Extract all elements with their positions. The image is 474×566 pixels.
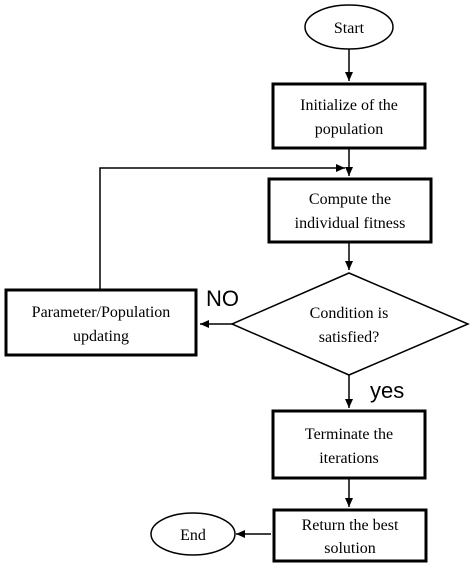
condition-node: Condition is satisfied? [230, 272, 470, 376]
return-node: Return the best solution [272, 508, 428, 563]
compute-label-line2: individual fitness [295, 215, 406, 232]
start-node: Start [304, 4, 394, 50]
return-label-line2: solution [324, 540, 376, 557]
edge-update-loop-back [99, 164, 345, 290]
condition-label-line2: satisfied? [319, 329, 379, 346]
terminate-label-line1: Terminate the [305, 426, 393, 443]
terminate-node: Terminate the iterations [271, 409, 427, 480]
return-label-line1: Return the best [302, 517, 399, 534]
flow-edges [99, 49, 353, 538]
update-node: Parameter/Population updating [4, 288, 198, 357]
update-label-line1: Parameter/Population [32, 304, 171, 321]
terminate-label-line2: iterations [319, 450, 379, 467]
yes-edge-label: yes [370, 378, 404, 403]
initialize-node: Initialize of the population [271, 82, 427, 150]
initialize-label-line1: Initialize of the [300, 97, 398, 114]
update-label-line2: updating [73, 328, 129, 345]
no-edge-label: NO [206, 286, 239, 311]
compute-node: Compute the individual fitness [267, 177, 433, 244]
initialize-label-line2: population [315, 121, 383, 138]
end-label: End [180, 527, 206, 544]
condition-label-line1: Condition is [310, 305, 389, 322]
end-node: End [150, 512, 236, 556]
compute-label-line1: Compute the [309, 191, 391, 208]
start-label: Start [334, 20, 365, 37]
